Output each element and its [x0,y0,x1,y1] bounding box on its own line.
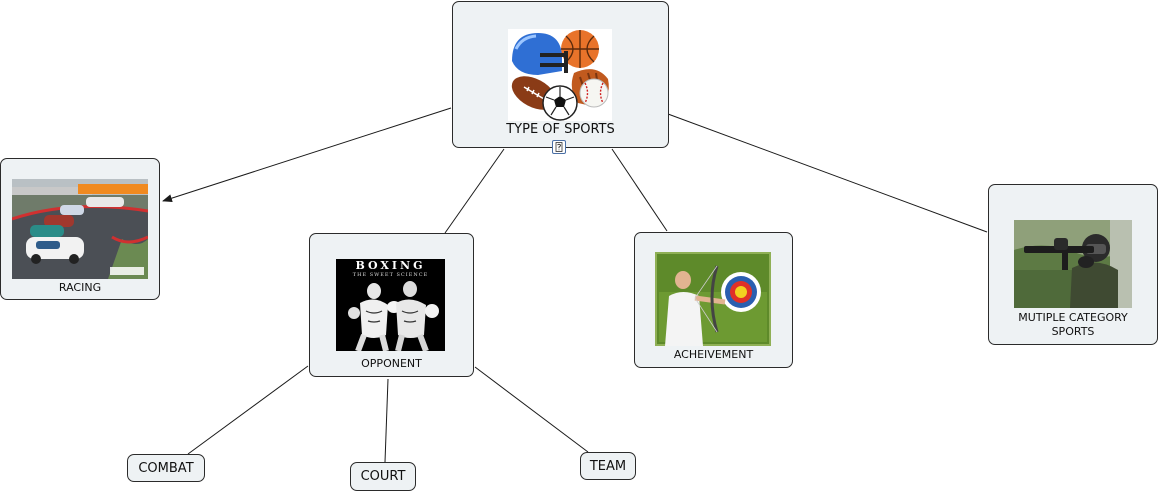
node-label: COMBAT [138,461,194,476]
node-multiple-category-sports[interactable]: MUTIPLE CATEGORY SPORTS [988,184,1158,345]
edge-opponent-court [384,378,389,463]
node-combat[interactable]: COMBAT [127,454,205,482]
node-team[interactable]: TEAM [580,452,636,480]
node-label: MUTIPLE CATEGORY SPORTS [1018,311,1128,338]
edge-root-racing [162,107,452,203]
node-label: COURT [360,469,406,484]
edge-opponent-combat [187,365,309,455]
edge-root-multiple [667,113,988,233]
node-label: TEAM [589,459,627,474]
node-label: RACING [58,281,102,294]
node-opponent[interactable]: BOXING THE SWEET SCIENCE OPPONENT [309,233,474,377]
node-type-of-sports[interactable]: TYPE OF SPORTS [452,1,669,148]
node-label: OPPONENT [361,357,422,370]
edge-root-achievement [611,148,668,232]
node-acheivement[interactable]: ACHEIVEMENT [634,232,793,368]
document-icon[interactable] [552,140,566,154]
poster-title: BOXING [355,259,426,272]
paintball-player-image [1014,220,1132,308]
node-label: ACHEIVEMENT [673,348,754,361]
boxing-poster-image: BOXING THE SWEET SCIENCE [336,259,445,351]
poster-subtitle: THE SWEET SCIENCE [352,272,429,278]
node-racing[interactable]: RACING [0,158,160,300]
race-cars-image [12,179,148,279]
edge-root-opponent [444,148,505,234]
edge-opponent-team [474,366,589,453]
sports-balls-image [508,29,612,121]
node-label: TYPE OF SPORTS [506,122,615,137]
node-court[interactable]: COURT [350,462,416,491]
archery-target-image [655,252,771,346]
